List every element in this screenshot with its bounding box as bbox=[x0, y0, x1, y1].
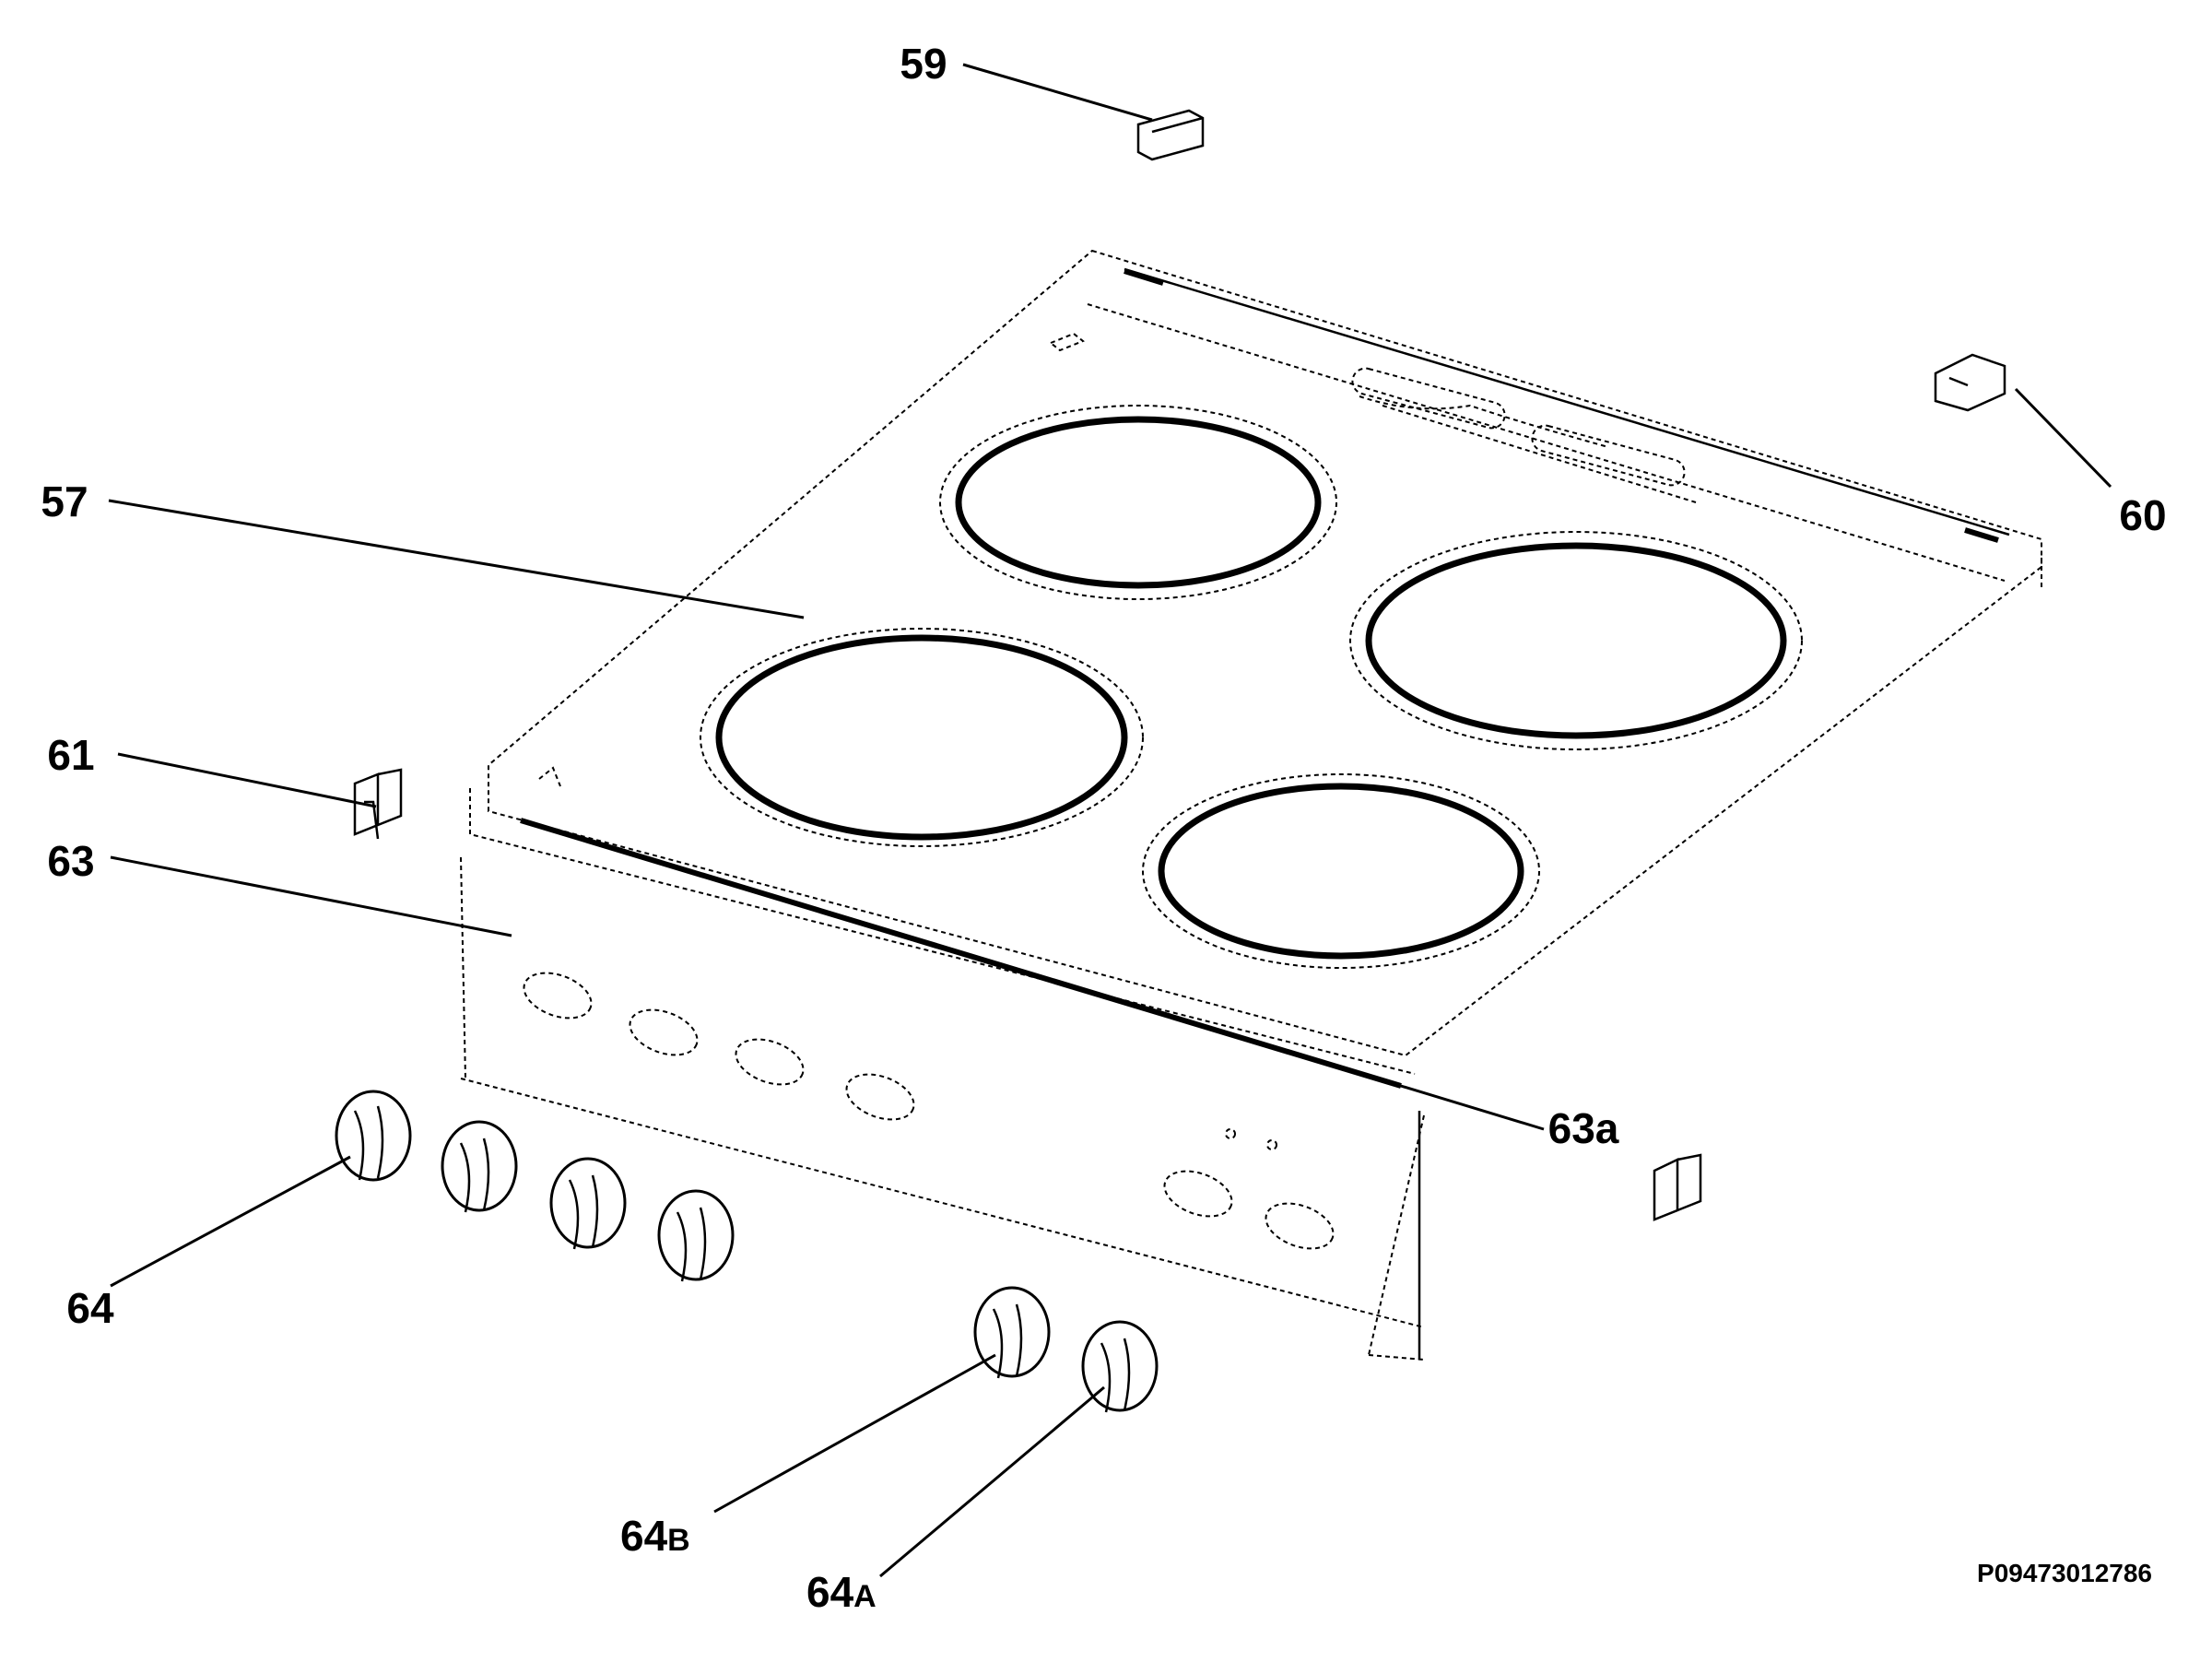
label-64a-suffix: A bbox=[853, 1579, 877, 1614]
label-63: 63 bbox=[47, 837, 94, 885]
burner-ring-rear-left bbox=[955, 416, 1322, 589]
label-64a: 64A bbox=[806, 1568, 877, 1616]
hob-top-57 bbox=[488, 249, 2042, 1057]
label-64: 64 bbox=[66, 1284, 114, 1332]
leader-lines bbox=[108, 63, 2112, 1578]
knobs-64 bbox=[335, 1090, 1159, 1413]
burner-ring-front-left bbox=[715, 634, 1128, 841]
label-60: 60 bbox=[2119, 491, 2166, 539]
bracket-right bbox=[1653, 1153, 1702, 1221]
trim-strip-63a bbox=[520, 818, 1402, 1089]
burner-ring-front-right bbox=[1158, 783, 1524, 960]
label-64a-number: 64 bbox=[806, 1568, 854, 1616]
label-64b: 64B bbox=[620, 1512, 690, 1560]
hinge-clip-60 bbox=[1934, 353, 2006, 412]
diagram-code: P09473012786 bbox=[1977, 1559, 2152, 1587]
label-59: 59 bbox=[900, 40, 947, 88]
burner-ring-rear-right bbox=[1365, 542, 1787, 739]
bracket-61 bbox=[353, 768, 403, 840]
label-64b-number: 64 bbox=[620, 1512, 668, 1560]
knob-64b bbox=[973, 1286, 1051, 1378]
control-panel-63 bbox=[460, 766, 1425, 1361]
label-63a: 63a bbox=[1548, 1104, 1619, 1152]
label-57: 57 bbox=[41, 477, 88, 525]
hinge-clip-59 bbox=[1136, 109, 1205, 161]
label-61: 61 bbox=[47, 731, 94, 779]
label-64b-suffix: B bbox=[667, 1523, 690, 1558]
